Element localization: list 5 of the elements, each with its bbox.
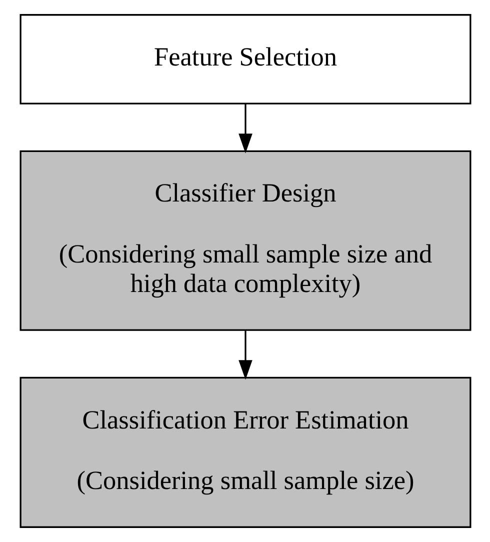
arrow: [238, 330, 252, 380]
arrow: [238, 104, 252, 154]
node-box: Feature Selection: [19, 14, 471, 104]
node-box: Classification Error Estimation (Considering small sample size): [19, 376, 471, 528]
node-box: Classifier Design (Considering small sample size and high data complexity): [19, 150, 471, 331]
